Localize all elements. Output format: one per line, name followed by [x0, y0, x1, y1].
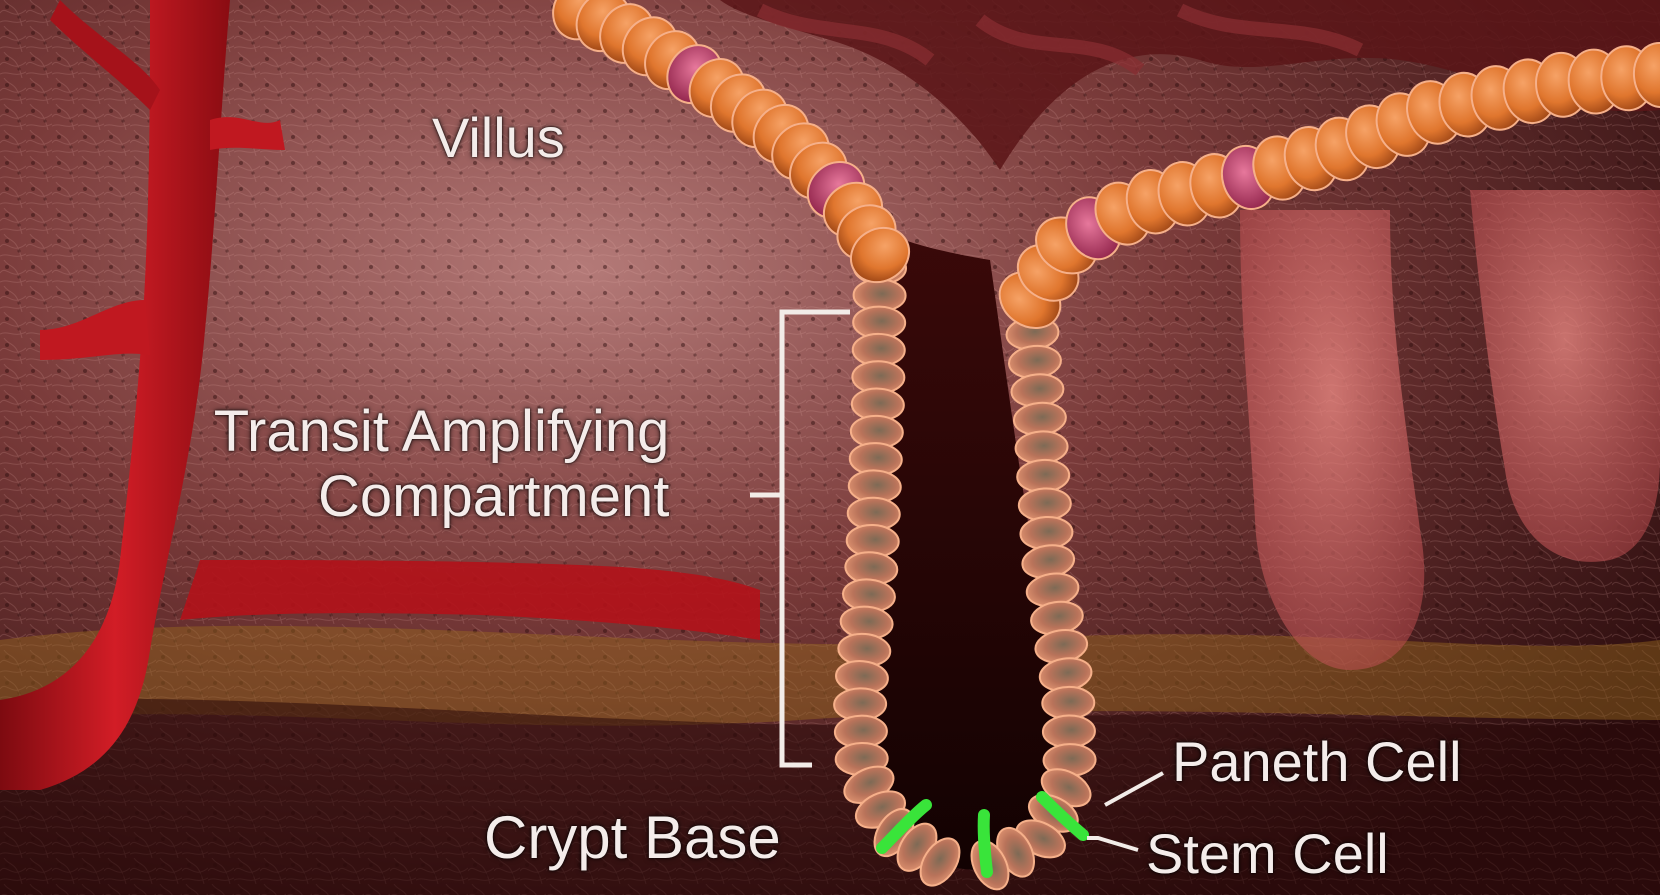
label-transit-amplifying-compartment: Transit Amplifying Compartment: [190, 400, 669, 530]
label-stem-cell: Stem Cell: [1146, 826, 1389, 882]
label-transit-line1: Transit Amplifying: [190, 400, 669, 465]
stem-cell-marker-middle: [984, 815, 987, 872]
label-transit-line2: Compartment: [190, 465, 669, 530]
label-paneth-cell: Paneth Cell: [1172, 734, 1462, 790]
label-crypt-base: Crypt Base: [484, 808, 781, 868]
label-villus: Villus: [432, 110, 565, 166]
